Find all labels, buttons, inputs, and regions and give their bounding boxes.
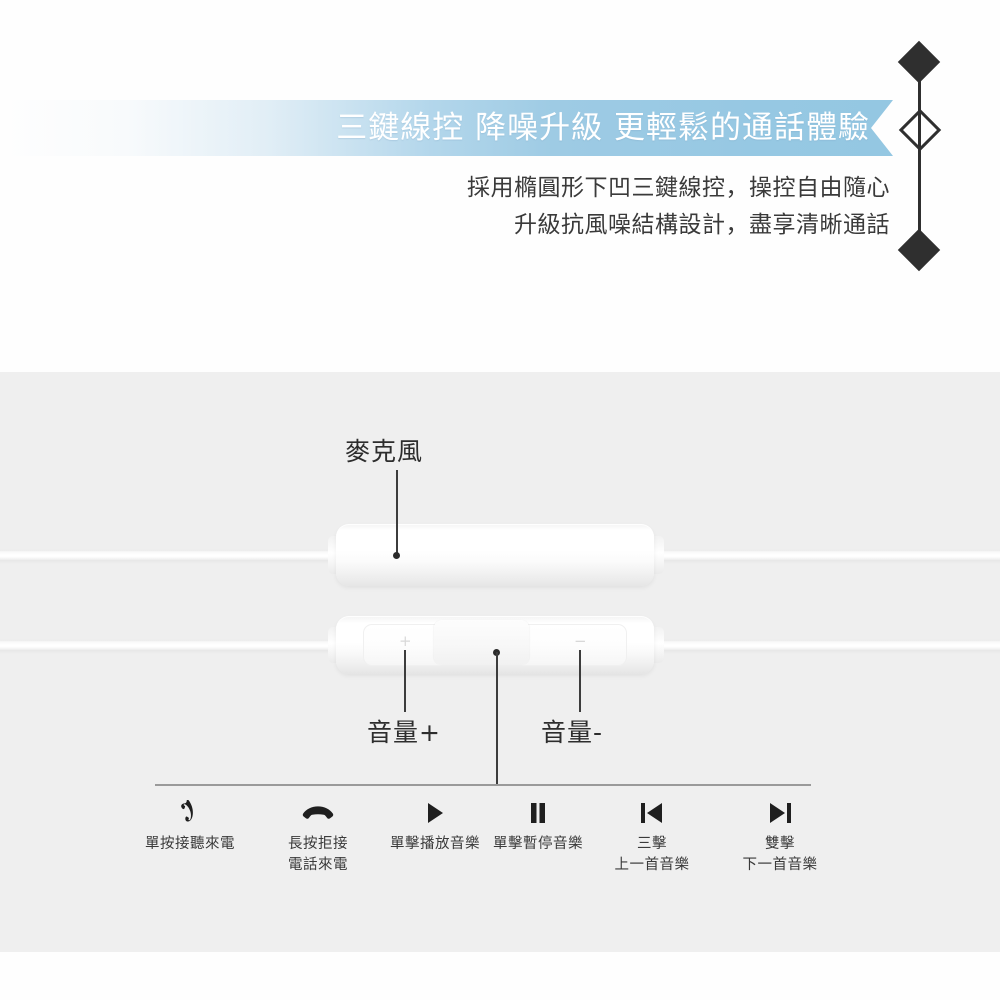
bottom-white-area — [0, 952, 1000, 1000]
legend-text-pause-music: 單擊暫停音樂 — [458, 834, 618, 855]
headline-section: 三鍵線控 降噪升級 更輕鬆的通話體驗 採用橢圓形下凹三鍵線控，操控自由隨心 升級… — [0, 0, 1000, 372]
legend-line1-3: 單擊暫停音樂 — [493, 836, 583, 852]
diamond-ornament — [897, 40, 942, 272]
legend-line1-1: 長按拒接 — [288, 836, 348, 852]
legend-line2-5: 下一首音樂 — [742, 857, 818, 873]
banner-title: 三鍵線控 降噪升級 更輕鬆的通話體驗 — [336, 110, 870, 146]
callout-label-volume-up: 音量+ — [367, 718, 441, 747]
legend-item-play-music: 單擊播放音樂 — [355, 796, 515, 855]
next-track-icon — [700, 796, 860, 830]
hollow-diamond-icon — [898, 108, 942, 152]
legend-line2-1: 電話來電 — [288, 857, 348, 873]
phone-handset-icon — [110, 796, 270, 830]
earphone-cable-top-left — [0, 550, 354, 561]
legend-text-play-music: 單擊播放音樂 — [355, 834, 515, 855]
legend-row: 單按接聽來電 長按拒接 電話來電 — [110, 796, 890, 916]
volume-up-symbol: + — [399, 632, 412, 650]
legend-item-previous-track: 三擊 上一首音樂 — [572, 796, 732, 876]
callout-label-microphone: 麥克風 — [345, 437, 424, 466]
legend-line1-5: 雙擊 — [765, 836, 795, 852]
previous-track-icon — [572, 796, 732, 830]
legend-line2-4: 上一首音樂 — [614, 857, 690, 873]
subtitle-line-2: 升級抗風噪結構設計，盡享清晰通話 — [514, 212, 890, 238]
legend-item-pause-music: 單擊暫停音樂 — [458, 796, 618, 855]
earphone-cable-top-right — [648, 550, 1000, 561]
filled-diamond-icon-bottom — [897, 228, 941, 272]
leader-line-volume-up — [404, 650, 406, 712]
legend-line1-0: 單按接聽來電 — [145, 836, 235, 852]
pause-icon — [458, 796, 618, 830]
earphone-cable-bottom-left — [0, 640, 354, 651]
legend-text-answer-call: 單按接聽來電 — [110, 834, 270, 855]
callout-dot-microphone — [393, 552, 400, 559]
legend-item-answer-call: 單按接聽來電 — [110, 796, 270, 855]
legend-line1-2: 單擊播放音樂 — [390, 836, 480, 852]
headline-banner — [0, 100, 893, 156]
callout-label-volume-down: 音量- — [541, 718, 604, 747]
leader-line-microphone — [396, 470, 398, 555]
volume-down-symbol: − — [574, 632, 587, 650]
product-photo-panel: + − 麥克風 音量+ 音量- 單按接聽來電 — [0, 372, 1000, 952]
phone-hangup-icon — [238, 796, 398, 830]
legend-text-next-track: 雙擊 下一首音樂 — [700, 834, 860, 876]
subtitle-block: 採用橢圓形下凹三鍵線控，操控自由隨心 升級抗風噪結構設計，盡享清晰通話 — [0, 170, 890, 244]
leader-line-center-button — [496, 652, 498, 785]
ornament-line — [918, 60, 921, 252]
legend-divider — [155, 784, 811, 786]
center-button — [434, 620, 529, 665]
three-button-control-module: + − — [336, 616, 654, 674]
legend-item-next-track: 雙擊 下一首音樂 — [700, 796, 860, 876]
earphone-cable-bottom-right — [648, 640, 1000, 651]
legend-text-previous-track: 三擊 上一首音樂 — [572, 834, 732, 876]
legend-item-reject-call: 長按拒接 電話來電 — [238, 796, 398, 876]
legend-line1-4: 三擊 — [637, 836, 667, 852]
legend-text-reject-call: 長按拒接 電話來電 — [238, 834, 398, 876]
leader-line-volume-down — [579, 650, 581, 712]
subtitle-line-1: 採用橢圓形下凹三鍵線控，操控自由隨心 — [467, 175, 890, 201]
play-icon — [355, 796, 515, 830]
microphone-module — [336, 524, 654, 586]
filled-diamond-icon-top — [897, 40, 941, 84]
